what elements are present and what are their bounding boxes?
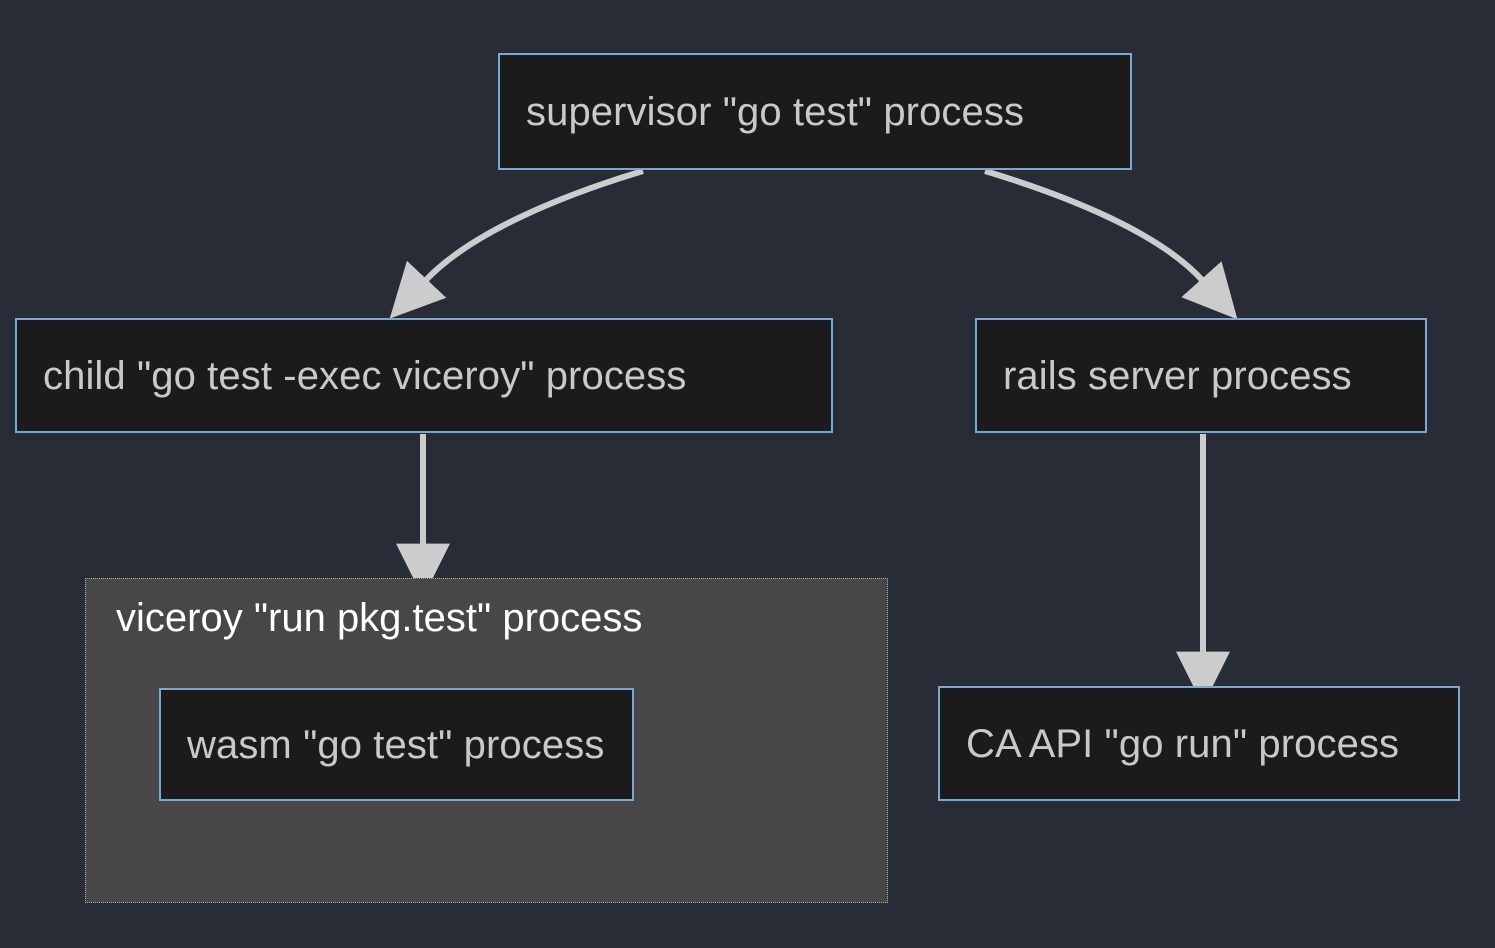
node-label: supervisor "go test" process <box>526 89 1025 134</box>
edge-supervisor-to-child <box>389 168 644 319</box>
node-wasm-go-test-process[interactable]: wasm "go test" process <box>159 688 634 801</box>
node-ca-api-go-run-process[interactable]: CA API "go run" process <box>938 686 1460 801</box>
node-rails-server-process[interactable]: rails server process <box>975 318 1427 433</box>
node-label: wasm "go test" process <box>187 722 605 767</box>
cluster-viceroy-run-pkg-test-process[interactable]: viceroy "run pkg.test" process wasm "go … <box>85 578 888 903</box>
edge-supervisor-to-rails <box>984 168 1238 320</box>
node-label: CA API "go run" process <box>966 721 1400 766</box>
cluster-label: viceroy "run pkg.test" process <box>116 596 643 640</box>
node-label: child "go test -exec viceroy" process <box>43 353 687 398</box>
node-label: rails server process <box>1003 353 1352 398</box>
node-child-go-test-exec-viceroy-process[interactable]: child "go test -exec viceroy" process <box>15 318 833 433</box>
node-supervisor-go-test-process[interactable]: supervisor "go test" process <box>498 53 1132 170</box>
